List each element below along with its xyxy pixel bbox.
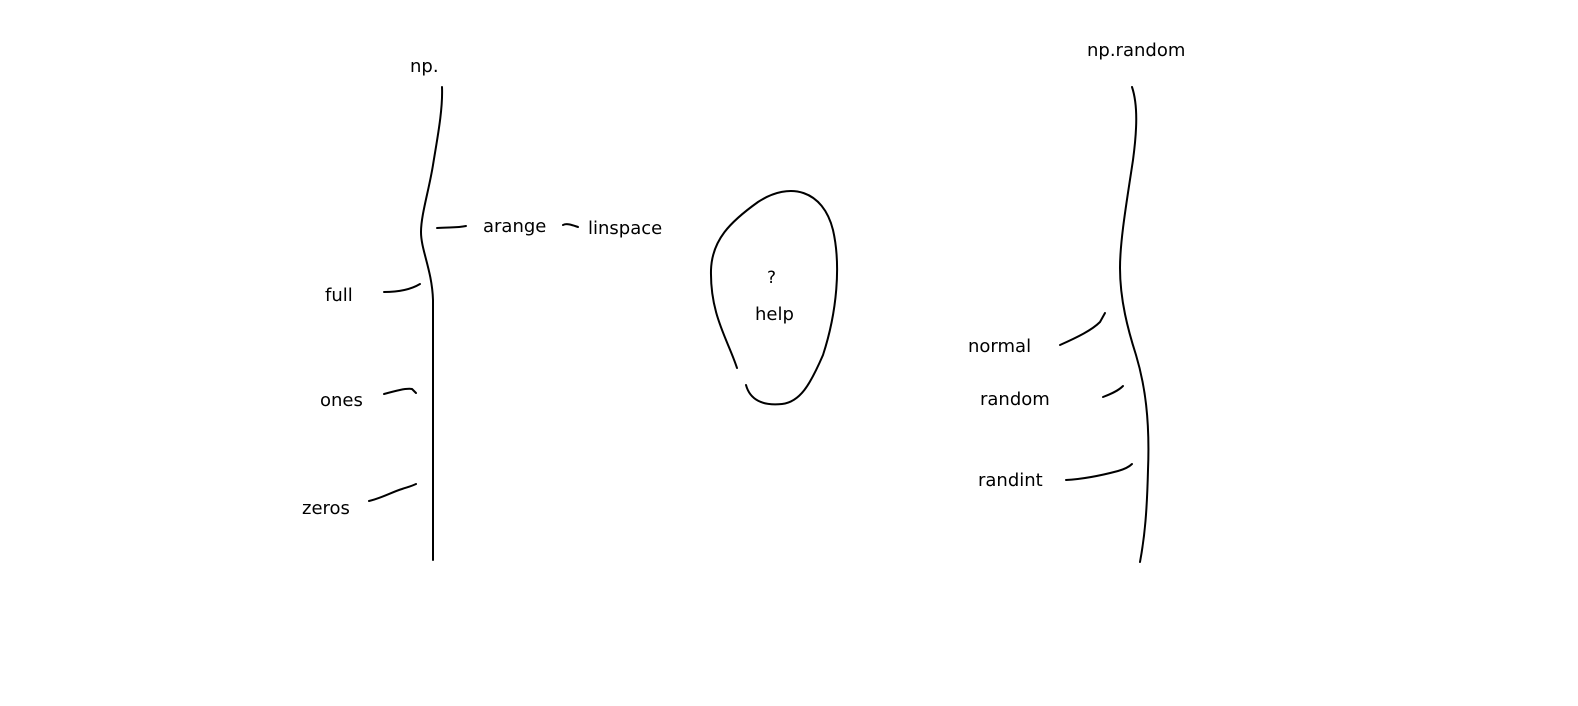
np-trunk-line [420,86,444,561]
ones-connector [383,387,417,395]
full-label: full [325,285,353,306]
arange-connector [436,225,467,229]
normal-connector [1059,312,1106,346]
linspace-label: linspace [588,218,663,239]
help-bubble-outline [709,190,839,406]
question-mark-label: ? [767,268,777,288]
random-connector [1102,385,1124,398]
full-connector [383,283,421,293]
np-random-trunk-line [1119,86,1150,563]
zeros-connector [368,483,417,502]
ones-label: ones [320,390,363,411]
np-root-label: np. [410,56,439,77]
random-label: random [980,389,1050,410]
help-label: help [755,304,794,325]
np-random-root-label: np.random [1087,40,1186,61]
normal-label: normal [968,336,1032,357]
linspace-connector [562,223,579,228]
zeros-label: zeros [302,498,350,519]
arange-label: arange [483,216,547,237]
randint-label: randint [978,470,1043,491]
randint-connector [1065,463,1133,481]
